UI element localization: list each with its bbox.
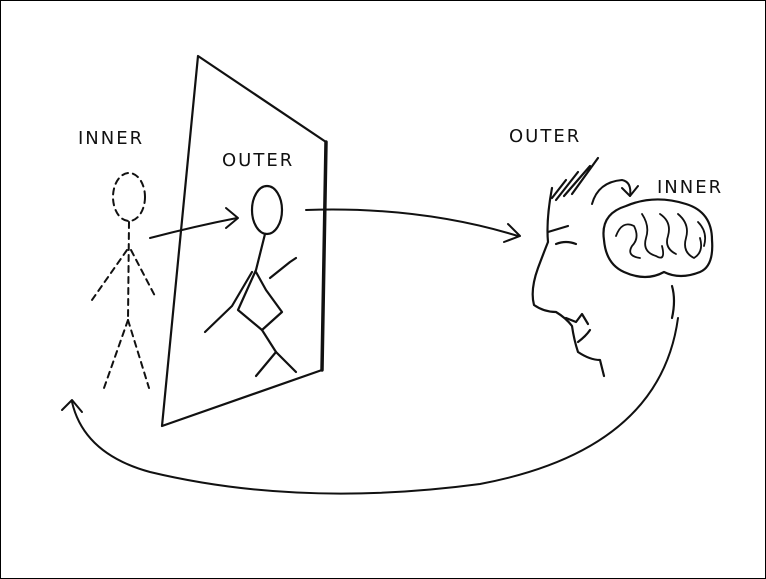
mirror-stick-figure bbox=[205, 186, 296, 376]
label-head-outer: OUTER bbox=[509, 126, 581, 147]
mirror-figure-right-arm bbox=[270, 258, 296, 278]
dashed-figure-head bbox=[113, 173, 145, 221]
dashed-figure-body bbox=[128, 222, 129, 320]
chin-line bbox=[578, 330, 590, 342]
eyebrow bbox=[548, 226, 568, 232]
mirror-figure-right-leg bbox=[276, 352, 296, 372]
mirror-figure-torso bbox=[238, 234, 282, 330]
mirror-figure-left-leg bbox=[256, 330, 276, 376]
brain-icon bbox=[603, 199, 712, 277]
label-mirror-outer: OUTER bbox=[222, 150, 294, 171]
dashed-figure-right-leg bbox=[128, 320, 149, 388]
dashed-figure-right-arm bbox=[131, 250, 156, 298]
eye bbox=[556, 242, 576, 244]
brain-outline bbox=[603, 199, 712, 277]
dashed-figure-left-leg bbox=[104, 320, 128, 388]
back-of-head bbox=[672, 286, 674, 318]
mirror-figure-left-arm bbox=[205, 272, 252, 332]
face-outline bbox=[533, 188, 604, 376]
arrow-mirror-to-head bbox=[306, 210, 520, 242]
label-left-inner: INNER bbox=[78, 128, 144, 149]
mirror-figure-head bbox=[252, 186, 282, 234]
arrow-return-loop bbox=[62, 318, 678, 494]
arrow-figure-to-mirror bbox=[150, 208, 238, 238]
dashed-figure-left-arm bbox=[92, 250, 127, 300]
label-head-inner: INNER bbox=[657, 177, 723, 198]
hair-strokes bbox=[552, 158, 598, 200]
brain-folds bbox=[616, 214, 705, 258]
head-profile bbox=[533, 158, 674, 376]
mirror-panel bbox=[162, 56, 326, 426]
arrow-outer-to-inner bbox=[592, 180, 638, 204]
dashed-stick-figure bbox=[92, 173, 156, 388]
